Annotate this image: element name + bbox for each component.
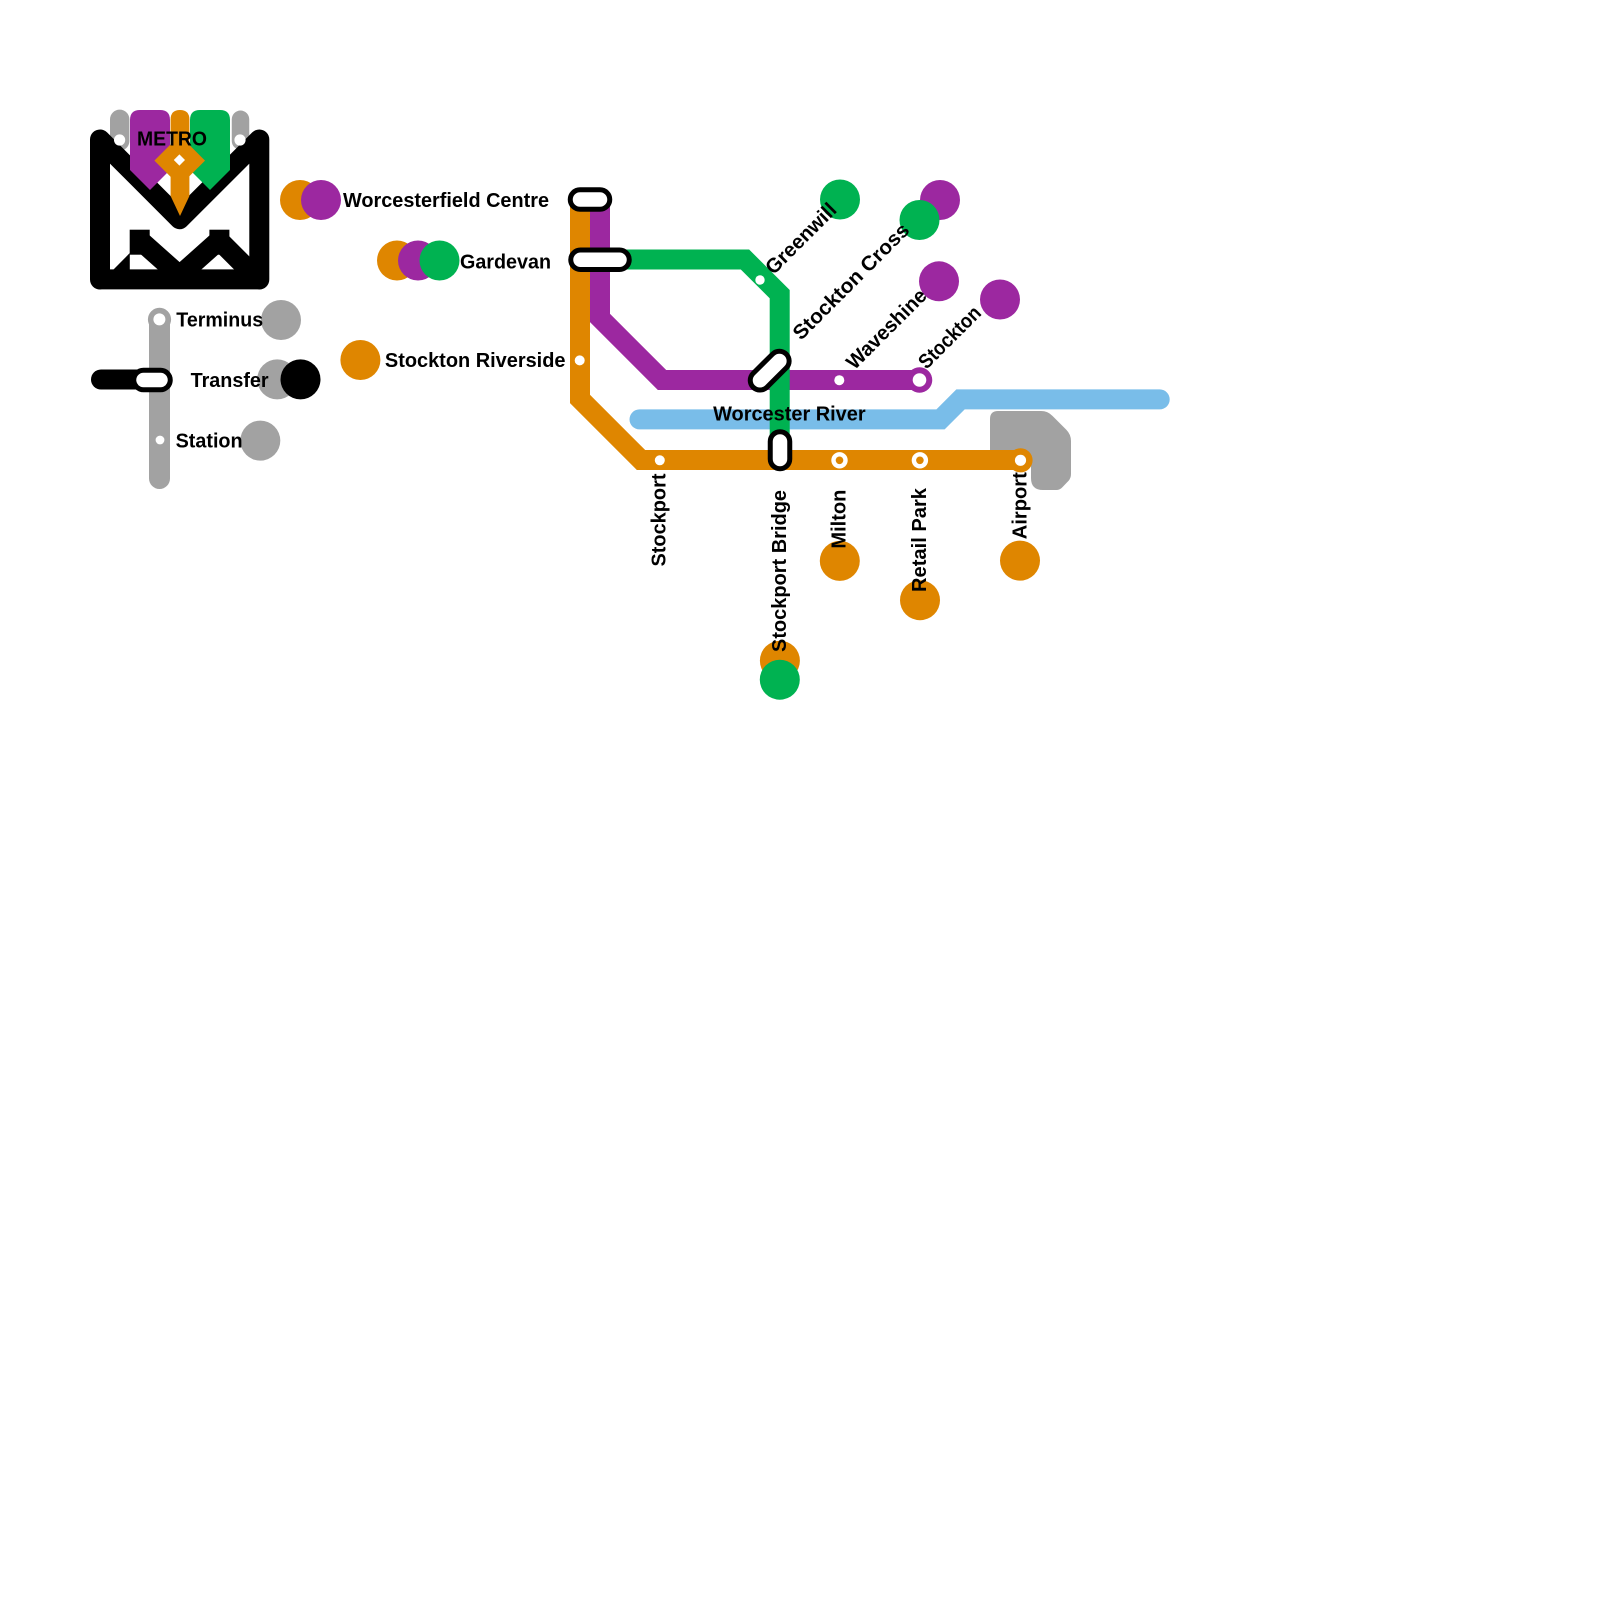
- svg-text:Stockton Riverside: Stockton Riverside: [385, 350, 566, 372]
- svg-text:Airport: Airport: [1010, 472, 1032, 539]
- svg-text:Retail Park: Retail Park: [909, 487, 931, 592]
- svg-text:Stockton: Stockton: [914, 302, 985, 373]
- svg-text:Greenwill: Greenwill: [761, 199, 841, 279]
- svg-text:Worcester River: Worcester River: [713, 403, 866, 425]
- svg-text:Stockport Bridge: Stockport Bridge: [769, 490, 791, 652]
- svg-text:Stockport: Stockport: [649, 473, 671, 566]
- svg-text:Milton: Milton: [829, 490, 851, 549]
- svg-text:Transfer: Transfer: [191, 370, 269, 392]
- svg-text:Worcesterfield Centre: Worcesterfield Centre: [343, 190, 549, 212]
- svg-text:Gardevan: Gardevan: [460, 252, 551, 274]
- svg-text:METRO: METRO: [137, 129, 207, 151]
- svg-text:Station: Station: [176, 431, 243, 453]
- svg-text:Terminus: Terminus: [176, 309, 263, 331]
